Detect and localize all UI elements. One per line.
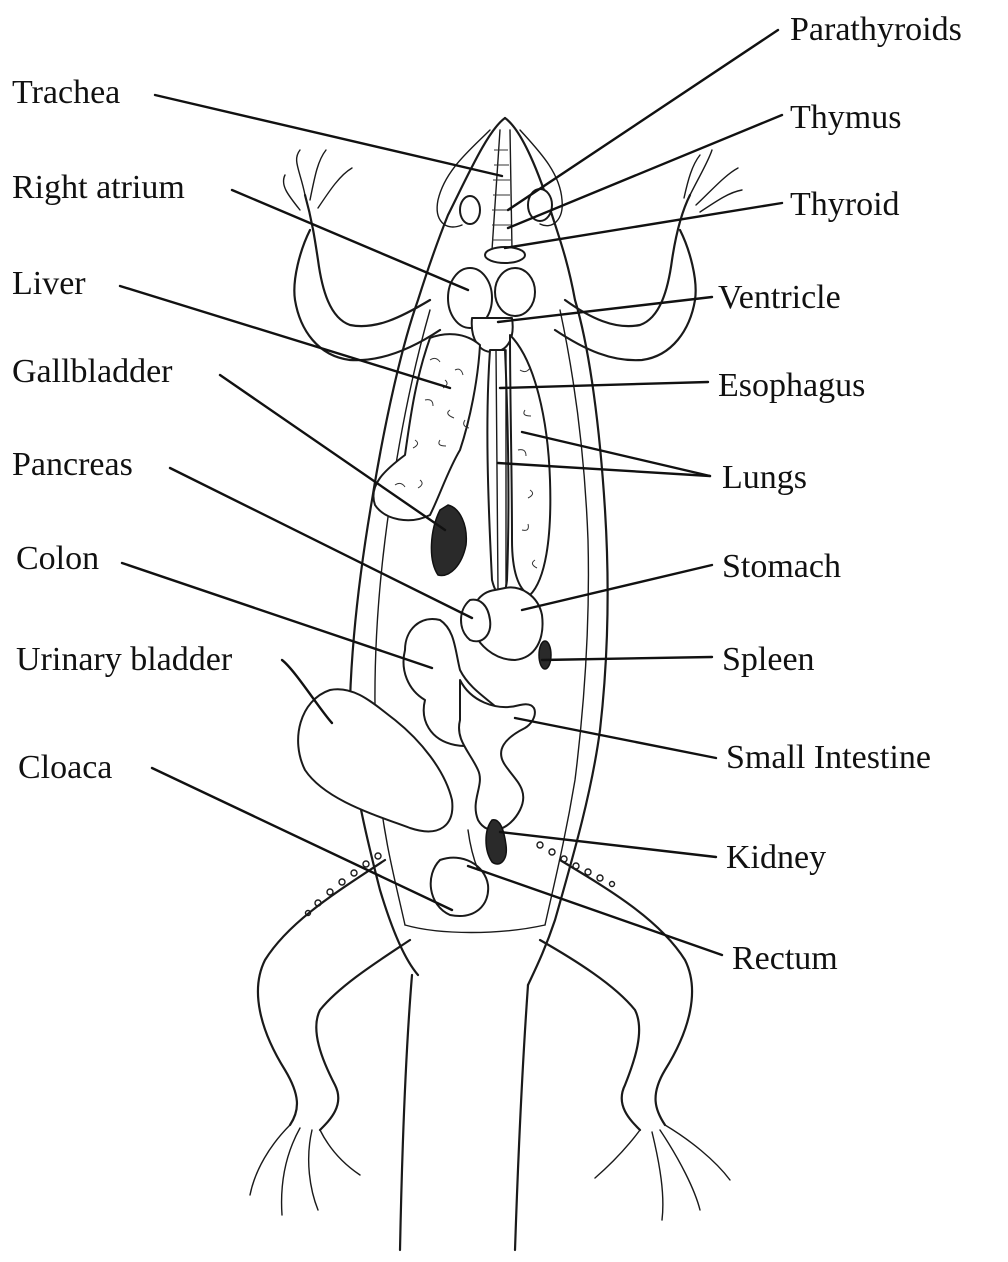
leader-small-intestine [515, 718, 716, 758]
leader-kidney [500, 832, 716, 857]
left-hand [283, 150, 352, 210]
label-cloaca: Cloaca [18, 749, 112, 786]
left-arm [294, 195, 440, 360]
label-trachea: Trachea [12, 74, 120, 111]
cavity-right-edge [545, 310, 588, 925]
label-colon: Colon [16, 540, 99, 577]
label-gallbladder: Gallbladder [12, 353, 173, 390]
label-right-atrium: Right atrium [12, 169, 185, 206]
label-kidney: Kidney [726, 839, 826, 876]
labels-right: Parathyroids Thymus Thyroid Ventricle Es… [718, 11, 962, 977]
spleen-organ [539, 641, 551, 669]
left-leg [258, 860, 410, 1130]
leader-stomach [522, 565, 712, 610]
label-thymus: Thymus [790, 99, 901, 136]
organs [298, 130, 552, 916]
femoral-pores-left [306, 853, 382, 916]
leader-trachea [155, 95, 502, 176]
leader-right-atrium [232, 190, 468, 290]
right-leg [540, 860, 692, 1130]
label-ventricle: Ventricle [718, 279, 841, 316]
parathyroids-organ [460, 196, 480, 224]
right-hand [684, 150, 742, 212]
label-spleen: Spleen [722, 641, 815, 678]
left-foot [250, 1125, 360, 1215]
label-lungs: Lungs [722, 459, 807, 496]
small-intestine-organ [459, 680, 535, 830]
right-foot [595, 1125, 730, 1220]
gallbladder-organ [431, 505, 466, 575]
leader-thymus [508, 115, 782, 228]
leader-spleen [542, 657, 712, 660]
cloaca-organ [431, 858, 488, 916]
label-stomach: Stomach [722, 548, 841, 585]
trachea-organ [492, 130, 512, 250]
label-rectum: Rectum [732, 940, 838, 977]
tail [400, 975, 528, 1250]
label-thyroid: Thyroid [790, 186, 900, 223]
body-outline-left [350, 118, 505, 975]
label-esophagus: Esophagus [718, 367, 865, 404]
label-small-intestine: Small Intestine [726, 739, 931, 776]
cavity-bottom [405, 925, 545, 933]
leader-parathyroids [508, 30, 778, 210]
label-parathyroids: Parathyroids [790, 11, 962, 48]
label-urinary-bladder: Urinary bladder [16, 641, 233, 678]
label-liver: Liver [12, 265, 86, 302]
labels-left: Trachea Right atrium Liver Gallbladder P… [12, 74, 233, 786]
leader-rectum [468, 866, 722, 955]
label-pancreas: Pancreas [12, 446, 133, 483]
left-atrium-organ [495, 268, 535, 316]
thyroid-organ [485, 247, 525, 263]
pancreas-organ [461, 600, 490, 642]
